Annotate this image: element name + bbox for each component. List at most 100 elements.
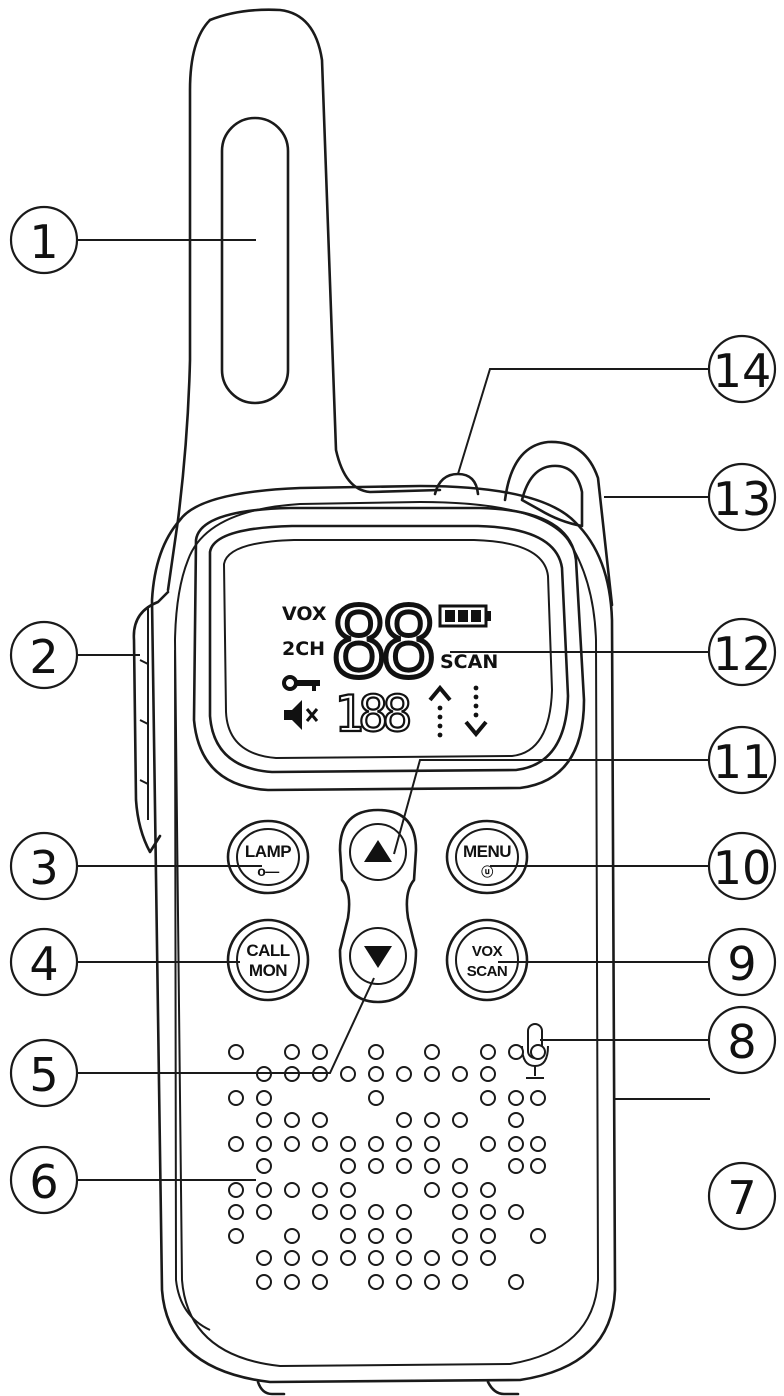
speaker-hole <box>228 1182 244 1198</box>
speaker-hole <box>368 1066 384 1082</box>
down-button[interactable] <box>349 927 407 985</box>
call-mon-button[interactable]: CALL MON <box>226 918 310 1002</box>
callout-13: 13 <box>707 462 777 532</box>
leader-lines <box>78 239 712 1181</box>
speaker-hole <box>508 1044 524 1060</box>
speaker-hole <box>424 1182 440 1198</box>
callout-1: 1 <box>9 205 79 275</box>
mute-icon <box>284 700 319 730</box>
lcd-small-digits: 188 <box>334 685 409 743</box>
vox-scan-button[interactable]: VOX SCAN <box>445 918 529 1002</box>
speaker-hole <box>452 1158 468 1174</box>
down-arrow-button-icon <box>364 946 392 968</box>
lanyard-loop <box>503 440 614 607</box>
speaker-hole <box>228 1044 244 1060</box>
lamp-button[interactable]: LAMP o— <box>226 819 310 895</box>
menu-button[interactable]: MENU ⓤ <box>445 819 529 895</box>
callout-label-12: 12 <box>713 627 772 681</box>
up-button[interactable] <box>349 823 407 881</box>
speaker-hole <box>228 1204 244 1220</box>
speaker-hole <box>424 1112 440 1128</box>
up-arrow-button-icon <box>364 840 392 862</box>
speaker-hole <box>368 1090 384 1106</box>
speaker-hole <box>312 1250 328 1266</box>
speaker-hole <box>452 1274 468 1290</box>
callout-3: 3 <box>9 831 79 901</box>
callout-5: 5 <box>9 1038 79 1108</box>
mon-label: MON <box>249 961 287 980</box>
lamp-sub-label: o— <box>257 863 279 879</box>
speaker-hole <box>340 1228 356 1244</box>
callout-label-9: 9 <box>727 937 756 991</box>
speaker-hole <box>508 1204 524 1220</box>
callout-label-2: 2 <box>29 630 58 684</box>
callout-label-13: 13 <box>713 472 772 526</box>
ptt-side-button[interactable] <box>132 590 170 854</box>
speaker-hole <box>312 1274 328 1290</box>
speaker-hole <box>424 1274 440 1290</box>
speaker-hole <box>396 1112 412 1128</box>
speaker-hole <box>340 1204 356 1220</box>
speaker-hole <box>256 1182 272 1198</box>
speaker-hole <box>424 1066 440 1082</box>
speaker-hole <box>312 1112 328 1128</box>
speaker-hole <box>228 1090 244 1106</box>
speaker-hole <box>228 1228 244 1244</box>
speaker-hole <box>452 1250 468 1266</box>
speaker-hole <box>368 1204 384 1220</box>
callout-label-3: 3 <box>29 841 58 895</box>
callout-14: 14 <box>707 334 777 404</box>
scan-label: SCAN <box>467 963 508 980</box>
speaker-hole <box>530 1090 546 1106</box>
radio-body <box>150 484 617 1396</box>
speaker-hole <box>368 1228 384 1244</box>
speaker-hole <box>256 1250 272 1266</box>
callout-label-1: 1 <box>29 215 58 269</box>
speaker-hole <box>368 1136 384 1152</box>
speaker-hole <box>452 1182 468 1198</box>
speaker-hole <box>368 1158 384 1174</box>
speaker-hole <box>452 1112 468 1128</box>
callout-7: 7 <box>707 1161 777 1231</box>
callout-label-10: 10 <box>713 841 772 895</box>
top-knob[interactable] <box>433 472 480 496</box>
callout-label-11: 11 <box>713 735 772 789</box>
key-icon <box>282 675 320 691</box>
speaker-hole <box>530 1228 546 1244</box>
callout-2: 2 <box>9 620 79 690</box>
lcd-scan: SCAN <box>440 651 498 673</box>
speaker-hole <box>256 1274 272 1290</box>
speaker-hole <box>284 1136 300 1152</box>
speaker-hole <box>256 1204 272 1220</box>
speaker-hole <box>396 1250 412 1266</box>
speaker-hole <box>508 1158 524 1174</box>
speaker-hole <box>284 1250 300 1266</box>
battery-icon <box>438 604 491 628</box>
speaker-hole <box>530 1158 546 1174</box>
speaker-grille <box>228 1044 546 1290</box>
callout-label-14: 14 <box>713 344 772 398</box>
speaker-hole <box>284 1112 300 1128</box>
speaker-hole <box>312 1182 328 1198</box>
callout-6: 6 <box>9 1145 79 1215</box>
menu-label: MENU <box>463 842 511 861</box>
callout-label-8: 8 <box>727 1015 756 1069</box>
speaker-hole <box>424 1044 440 1060</box>
speaker-hole <box>284 1182 300 1198</box>
up-down-rocker <box>338 808 418 1004</box>
speaker-hole <box>368 1250 384 1266</box>
speaker-hole <box>368 1274 384 1290</box>
speaker-hole <box>396 1066 412 1082</box>
lcd-2ch: 2CH <box>282 638 325 660</box>
speaker-hole <box>424 1136 440 1152</box>
arrow-up-icon <box>428 684 452 738</box>
speaker-hole <box>508 1274 524 1290</box>
speaker-hole <box>340 1250 356 1266</box>
speaker-hole <box>480 1090 496 1106</box>
speaker-hole <box>480 1204 496 1220</box>
callout-label-4: 4 <box>29 937 58 991</box>
callout-10: 10 <box>707 831 777 901</box>
speaker-hole <box>284 1228 300 1244</box>
lamp-label: LAMP <box>245 842 291 861</box>
